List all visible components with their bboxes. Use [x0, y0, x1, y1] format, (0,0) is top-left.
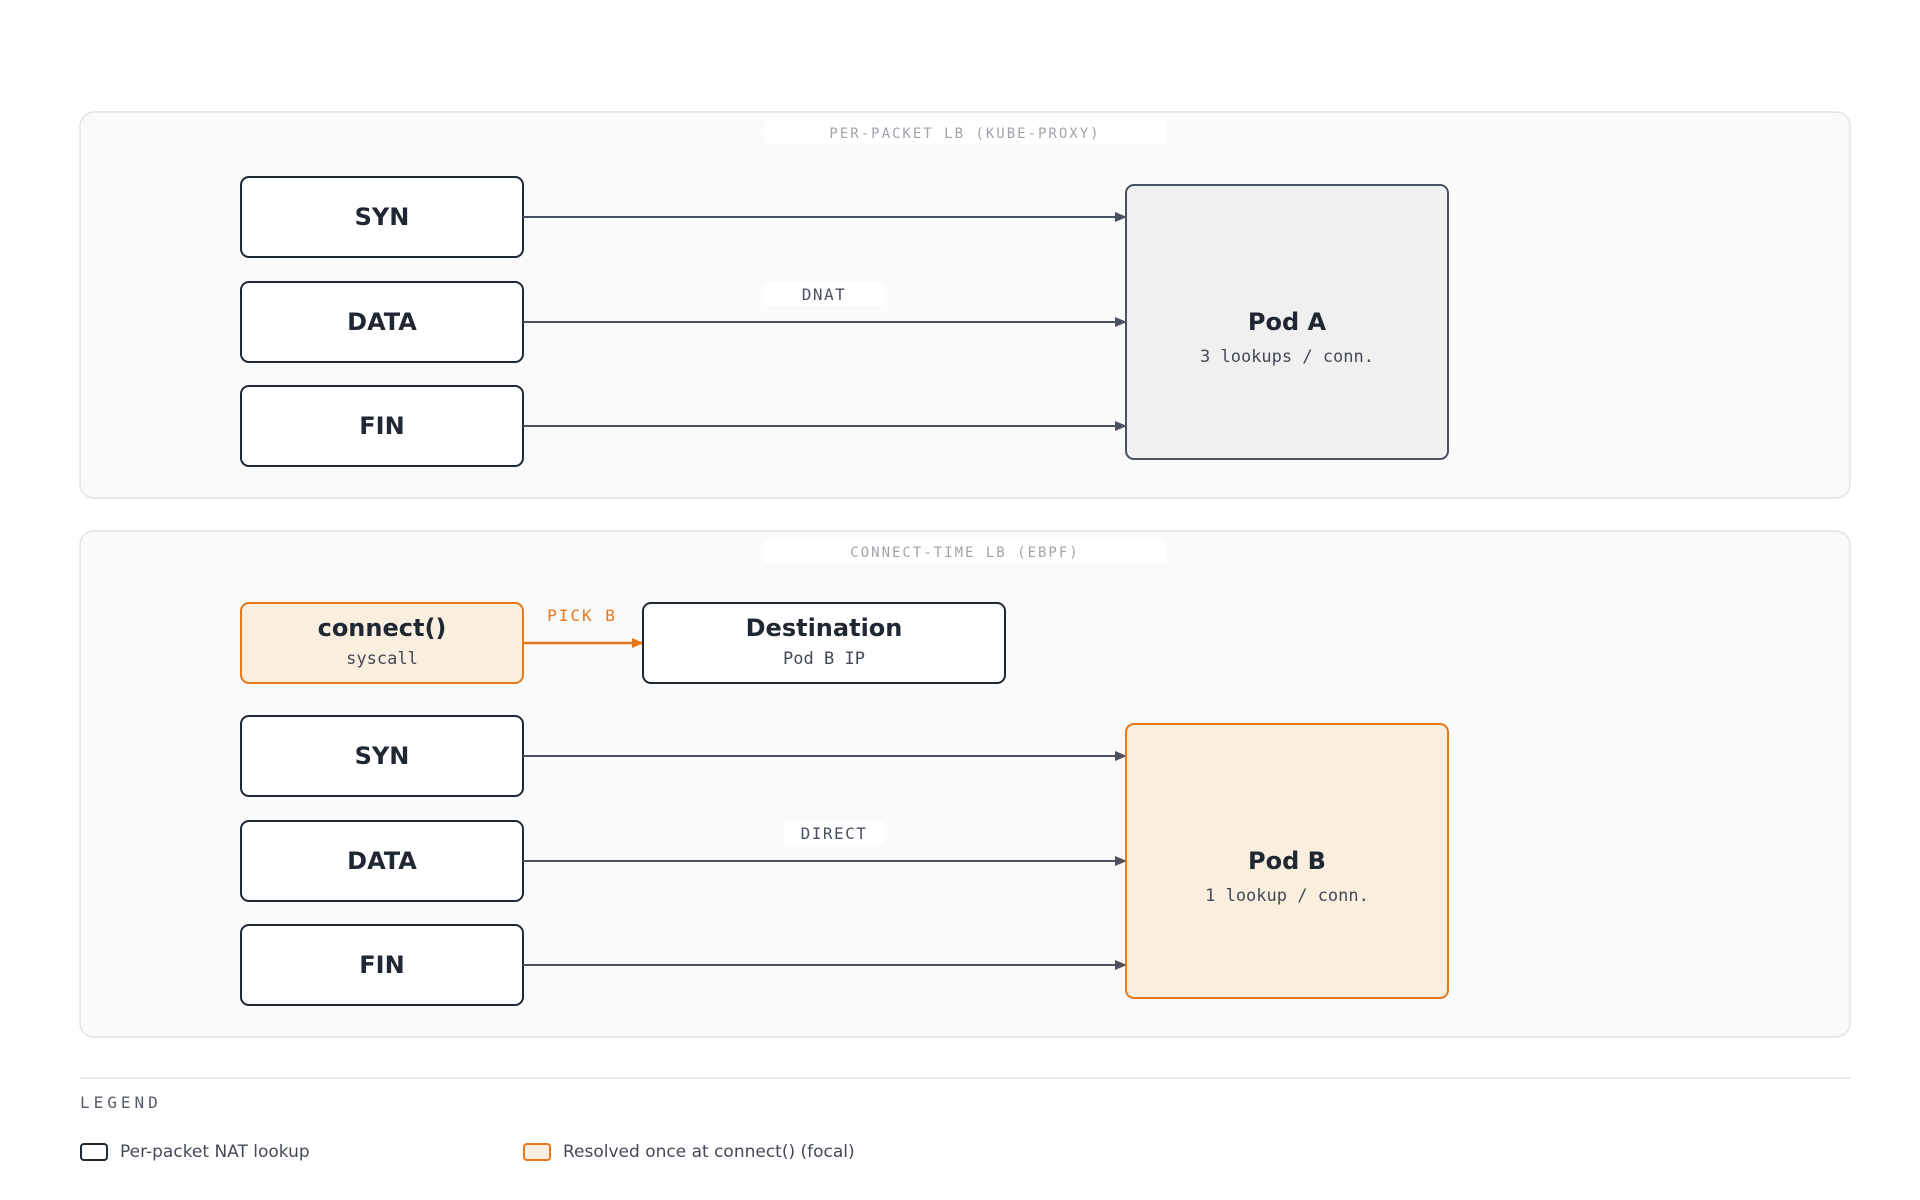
- legend-label: Resolved once at connect() (focal): [563, 1142, 855, 1162]
- pod-b-title: Pod B: [1248, 847, 1326, 875]
- pod-b-subtitle: 1 lookup / conn.: [1205, 886, 1369, 906]
- packet-box-fin: FIN: [240, 385, 524, 467]
- pick-b-label: PICK B: [547, 606, 617, 625]
- packet-box-syn: SYN: [240, 176, 524, 258]
- edge-label-direct: DIRECT: [784, 821, 884, 845]
- panel-title-per-packet: PER-PACKET LB (KUBE-PROXY): [829, 126, 1100, 142]
- packet-box-data: DATA: [240, 281, 524, 363]
- legend-label: Per-packet NAT lookup: [120, 1142, 310, 1162]
- destination-title: Destination: [746, 614, 903, 642]
- legend-item-per-packet: Per-packet NAT lookup: [80, 1140, 310, 1164]
- edge-label-text: DNAT: [802, 285, 847, 304]
- packet-label: FIN: [359, 951, 404, 979]
- legend-swatch-plain: [80, 1143, 108, 1161]
- legend-title: LEGEND: [80, 1093, 162, 1112]
- packet-label: FIN: [359, 412, 404, 440]
- destination-subtitle: Pod B IP: [783, 649, 865, 669]
- pod-a-box: Pod A 3 lookups / conn.: [1125, 184, 1449, 460]
- connect-title: connect(): [318, 614, 447, 642]
- destination-box: Destination Pod B IP: [642, 602, 1006, 684]
- packet-label: SYN: [355, 742, 410, 770]
- legend-item-focal: Resolved once at connect() (focal): [523, 1140, 855, 1164]
- packet-box-fin: FIN: [240, 924, 524, 1006]
- packet-box-data: DATA: [240, 820, 524, 902]
- legend-swatch-focal: [523, 1143, 551, 1161]
- panel-title-connect-time: CONNECT-TIME LB (EBPF): [850, 545, 1079, 561]
- edge-label-text: DIRECT: [801, 824, 868, 843]
- connect-syscall-box: connect() syscall: [240, 602, 524, 684]
- packet-label: DATA: [347, 847, 417, 875]
- packet-box-syn: SYN: [240, 715, 524, 797]
- packet-label: SYN: [355, 203, 410, 231]
- connect-subtitle: syscall: [346, 649, 418, 669]
- packet-label: DATA: [347, 308, 417, 336]
- pod-a-title: Pod A: [1248, 308, 1327, 336]
- pod-a-subtitle: 3 lookups / conn.: [1200, 347, 1374, 367]
- pod-b-box: Pod B 1 lookup / conn.: [1125, 723, 1449, 999]
- edge-label-dnat: DNAT: [764, 282, 884, 306]
